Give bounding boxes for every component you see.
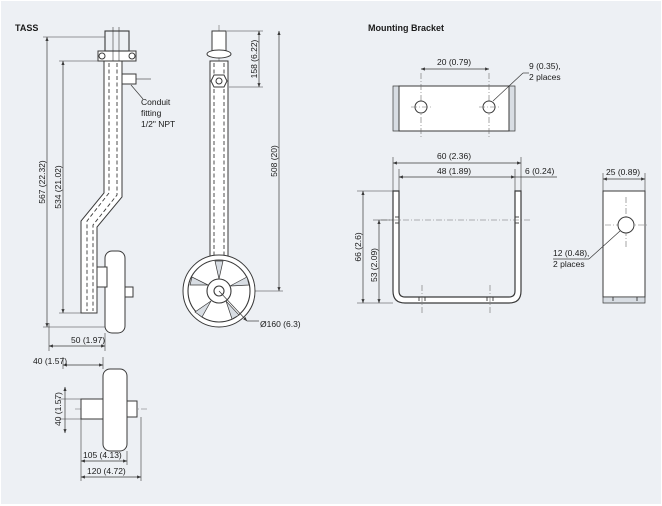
dim-height-total: 66 (2.6) [353,232,363,261]
tass-side-view [80,27,151,334]
dim-508: 508 (20) [269,145,279,177]
plan-hub [80,398,104,420]
dim-thickness: 6 (0.24) [525,166,554,176]
wheel-spokes [189,260,250,320]
bracket-top-view [392,73,516,139]
conduit-label-line1: Conduit [141,97,171,107]
side-axle [96,266,108,288]
dim-50: 50 (1.97) [71,335,105,345]
plan-wheel [102,368,128,452]
tass-front-view [182,25,256,328]
bracket-side-plate [602,190,646,298]
dim-hole-spacing: 20 (0.79) [437,57,471,67]
dim-534: 534 (21.02) [53,165,63,209]
dim-outer-width: 60 (2.36) [437,151,471,161]
bracket-side-hole-icon [617,216,635,234]
dim-wheel-diameter: Ø160 (6.3) [260,319,301,329]
mounting-bracket-title: Mounting Bracket [368,23,444,33]
dim-height-inner: 53 (2.09) [369,248,379,282]
side-tube [80,60,123,314]
front-clamp [206,49,232,59]
bracket-side-view [602,190,647,304]
dim-side-places: 2 places [553,259,585,269]
dim-158: 158 (6.22) [249,39,259,78]
side-nut [124,286,134,298]
bracket-front-view [381,190,531,313]
dim-side-hole: 12 (0.48), [553,248,589,258]
dim-side-width: 25 (0.89) [606,167,640,177]
dim-40-horizontal: 40 (1.57) [33,356,67,366]
tass-title: TASS [15,23,38,33]
dim-567: 567 (22.32) [37,160,47,204]
side-top-bracket [104,30,130,52]
bolt-icon [98,52,106,60]
dim-hole-diameter: 9 (0.35), [529,61,561,71]
dim-hole-places: 2 places [529,72,561,82]
tass-plan-view [75,368,147,452]
dim-inner-width: 48 (1.89) [437,166,471,176]
conduit-label-line3: 1/2" NPT [141,119,175,129]
conduit-label-line2: fitting [141,108,162,118]
conduit-fitting [121,73,137,85]
dim-105: 105 (4.13) [83,450,122,460]
front-tube [209,60,229,262]
plan-nut [126,400,138,418]
dim-40-vertical: 40 (1.57) [53,392,63,426]
bracket-u-profile [392,190,522,304]
dim-120: 120 (4.72) [87,466,126,476]
bolt-icon [128,52,136,60]
side-wheel [104,250,126,334]
